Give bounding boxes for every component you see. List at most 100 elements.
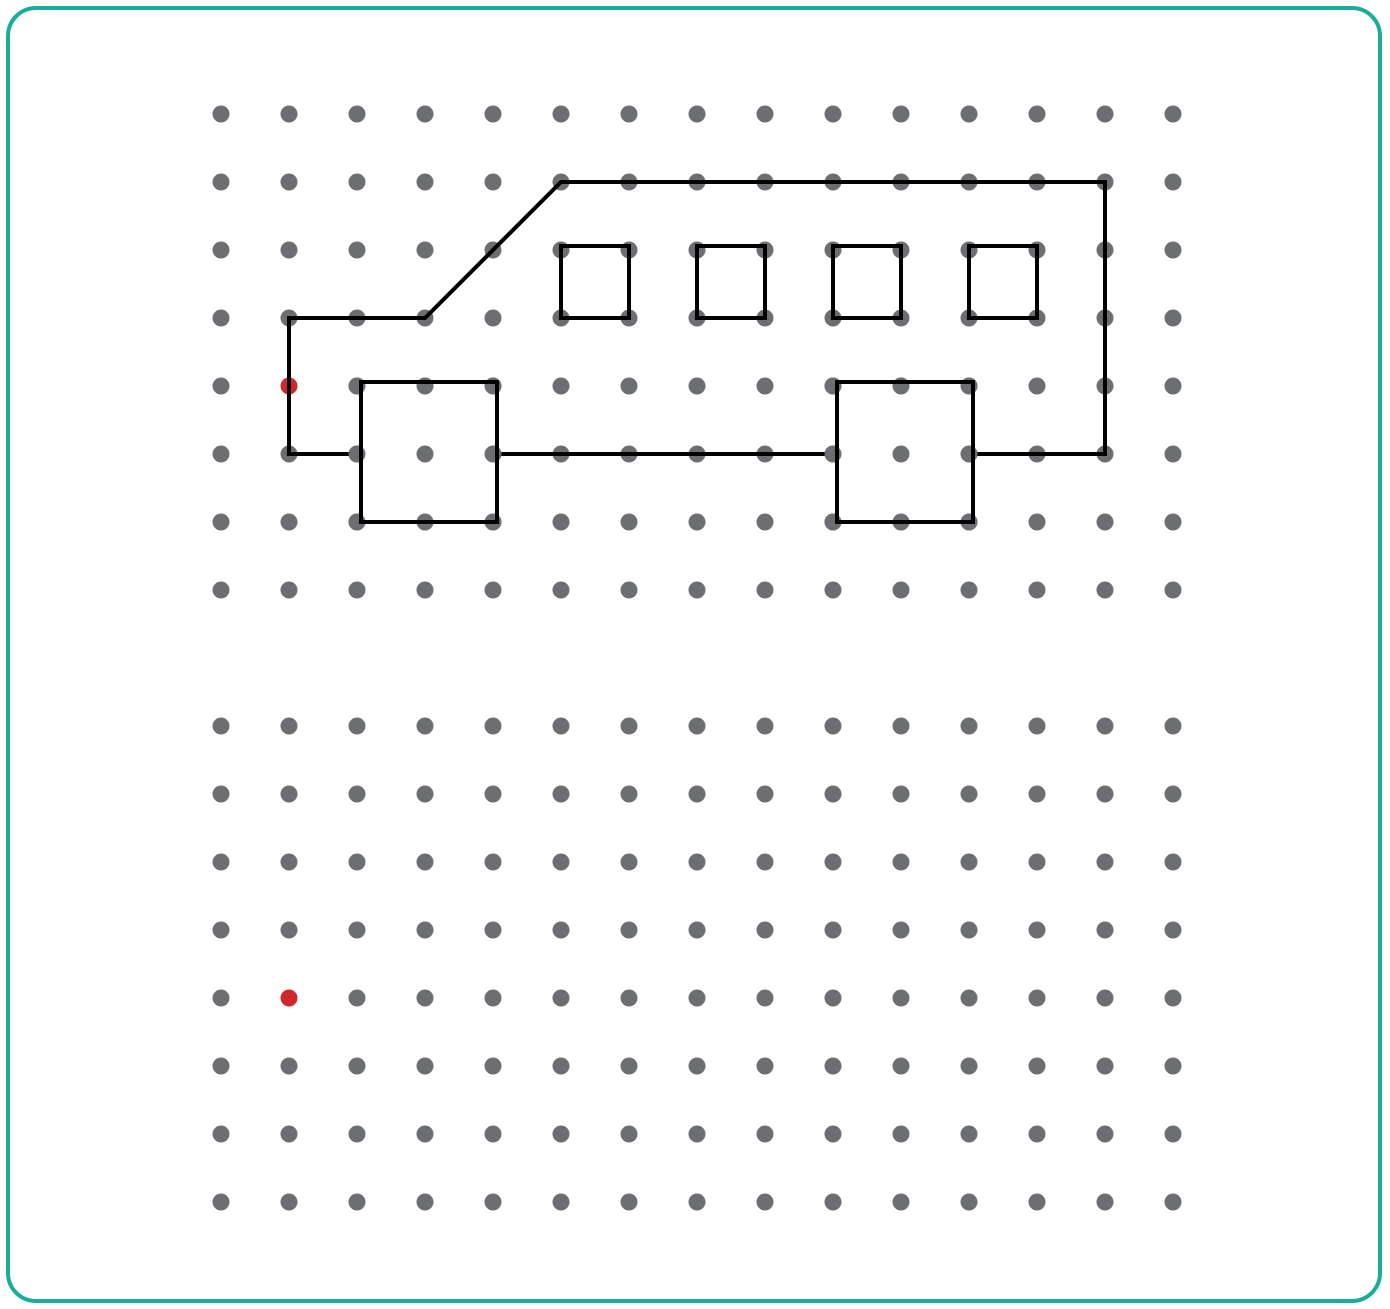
top-grid-dot bbox=[417, 242, 434, 259]
bottom-grid-dot bbox=[417, 1126, 434, 1143]
top-grid-dot bbox=[757, 378, 774, 395]
bottom-grid-dot bbox=[417, 854, 434, 871]
top-grid-dot bbox=[281, 174, 298, 191]
top-grid-dot bbox=[1097, 582, 1114, 599]
bottom-grid-dot bbox=[1165, 1126, 1182, 1143]
bottom-grid-dot bbox=[689, 1058, 706, 1075]
top-grid-dot bbox=[213, 514, 230, 531]
top-grid-dot bbox=[689, 106, 706, 123]
top-grid-dot bbox=[485, 174, 502, 191]
top-grid-dot bbox=[1165, 514, 1182, 531]
bottom-grid-dot bbox=[689, 1194, 706, 1211]
top-grid-dot bbox=[213, 310, 230, 327]
bottom-grid-dot bbox=[349, 1194, 366, 1211]
top-grid-dot bbox=[1097, 106, 1114, 123]
bottom-grid-dot bbox=[553, 1058, 570, 1075]
bottom-grid-dot bbox=[553, 990, 570, 1007]
bottom-grid-dot bbox=[485, 854, 502, 871]
bottom-grid-dot bbox=[689, 922, 706, 939]
bottom-grid-dot bbox=[213, 854, 230, 871]
top-grid-dot bbox=[1029, 378, 1046, 395]
bottom-grid-dot bbox=[485, 1126, 502, 1143]
bottom-grid-dot bbox=[893, 1194, 910, 1211]
bottom-grid-dot bbox=[961, 1058, 978, 1075]
top-grid-dot bbox=[485, 310, 502, 327]
top-grid-dot bbox=[757, 514, 774, 531]
bottom-grid-dot bbox=[1165, 922, 1182, 939]
top-grid-dot bbox=[1029, 582, 1046, 599]
bottom-grid-dot bbox=[349, 1058, 366, 1075]
bottom-grid-dot bbox=[825, 1058, 842, 1075]
top-grid-dot bbox=[893, 446, 910, 463]
bottom-dot-grid[interactable] bbox=[213, 718, 1182, 1211]
top-grid-dot bbox=[1165, 582, 1182, 599]
bottom-grid-dot bbox=[757, 922, 774, 939]
bottom-grid-dot bbox=[213, 1058, 230, 1075]
bottom-grid-dot bbox=[689, 786, 706, 803]
bottom-grid-dot bbox=[621, 922, 638, 939]
top-grid-dot bbox=[621, 514, 638, 531]
bottom-grid-dot bbox=[689, 854, 706, 871]
bottom-grid-dot bbox=[757, 1194, 774, 1211]
bottom-grid-dot bbox=[961, 990, 978, 1007]
bottom-grid-dot bbox=[893, 786, 910, 803]
bottom-grid-dot bbox=[825, 1194, 842, 1211]
bottom-grid-dot bbox=[961, 786, 978, 803]
bottom-grid-dot bbox=[961, 718, 978, 735]
bottom-grid-dot bbox=[213, 1194, 230, 1211]
top-grid-dot bbox=[1165, 106, 1182, 123]
bottom-grid-dot bbox=[689, 990, 706, 1007]
top-grid-dot bbox=[893, 106, 910, 123]
bottom-grid-dot bbox=[757, 718, 774, 735]
bottom-grid-dot bbox=[1165, 1194, 1182, 1211]
bottom-grid-dot bbox=[1097, 1058, 1114, 1075]
bottom-grid-dot bbox=[621, 1126, 638, 1143]
bottom-grid-dot bbox=[961, 1194, 978, 1211]
top-grid-dot bbox=[1097, 514, 1114, 531]
bottom-grid-dot bbox=[689, 718, 706, 735]
bottom-grid-dot bbox=[757, 1058, 774, 1075]
bottom-grid-dot bbox=[553, 854, 570, 871]
bottom-grid-dot bbox=[1029, 786, 1046, 803]
bottom-grid-dot bbox=[893, 718, 910, 735]
top-grid-dot bbox=[757, 106, 774, 123]
bottom-grid-dot bbox=[1029, 990, 1046, 1007]
bottom-grid-dot bbox=[553, 786, 570, 803]
top-grid-dot bbox=[689, 514, 706, 531]
bottom-grid-dot bbox=[1097, 922, 1114, 939]
bus-window bbox=[969, 246, 1037, 318]
bottom-grid-dot bbox=[485, 990, 502, 1007]
top-grid-dot bbox=[1165, 378, 1182, 395]
bottom-grid-dot bbox=[621, 1058, 638, 1075]
bottom-grid-dot bbox=[281, 922, 298, 939]
bottom-grid-dot bbox=[417, 786, 434, 803]
top-grid-dot bbox=[485, 582, 502, 599]
top-grid-dot bbox=[213, 446, 230, 463]
top-grid-dot bbox=[281, 106, 298, 123]
bottom-grid-dot bbox=[621, 786, 638, 803]
bottom-grid-dot bbox=[281, 718, 298, 735]
top-grid-dot bbox=[1029, 514, 1046, 531]
top-grid-dot bbox=[213, 242, 230, 259]
bottom-grid-dot bbox=[349, 922, 366, 939]
top-grid-dot bbox=[1165, 242, 1182, 259]
bottom-grid-dot bbox=[213, 718, 230, 735]
top-grid-dot bbox=[213, 582, 230, 599]
bottom-grid-dot bbox=[281, 1058, 298, 1075]
bottom-grid-dot bbox=[213, 1126, 230, 1143]
bottom-grid-dot bbox=[1165, 854, 1182, 871]
bottom-grid-dot bbox=[893, 1126, 910, 1143]
bottom-grid-dot bbox=[1029, 922, 1046, 939]
top-grid-dot bbox=[825, 106, 842, 123]
bottom-grid-dot bbox=[213, 786, 230, 803]
bottom-grid-dot bbox=[485, 718, 502, 735]
bottom-grid-dot bbox=[485, 922, 502, 939]
bottom-grid-dot bbox=[1097, 990, 1114, 1007]
top-grid-dot bbox=[553, 106, 570, 123]
bottom-grid-dot bbox=[281, 786, 298, 803]
bottom-grid-dot bbox=[485, 1058, 502, 1075]
bottom-grid-dot bbox=[825, 718, 842, 735]
top-grid-dot bbox=[1165, 446, 1182, 463]
bottom-grid-dot bbox=[553, 1194, 570, 1211]
